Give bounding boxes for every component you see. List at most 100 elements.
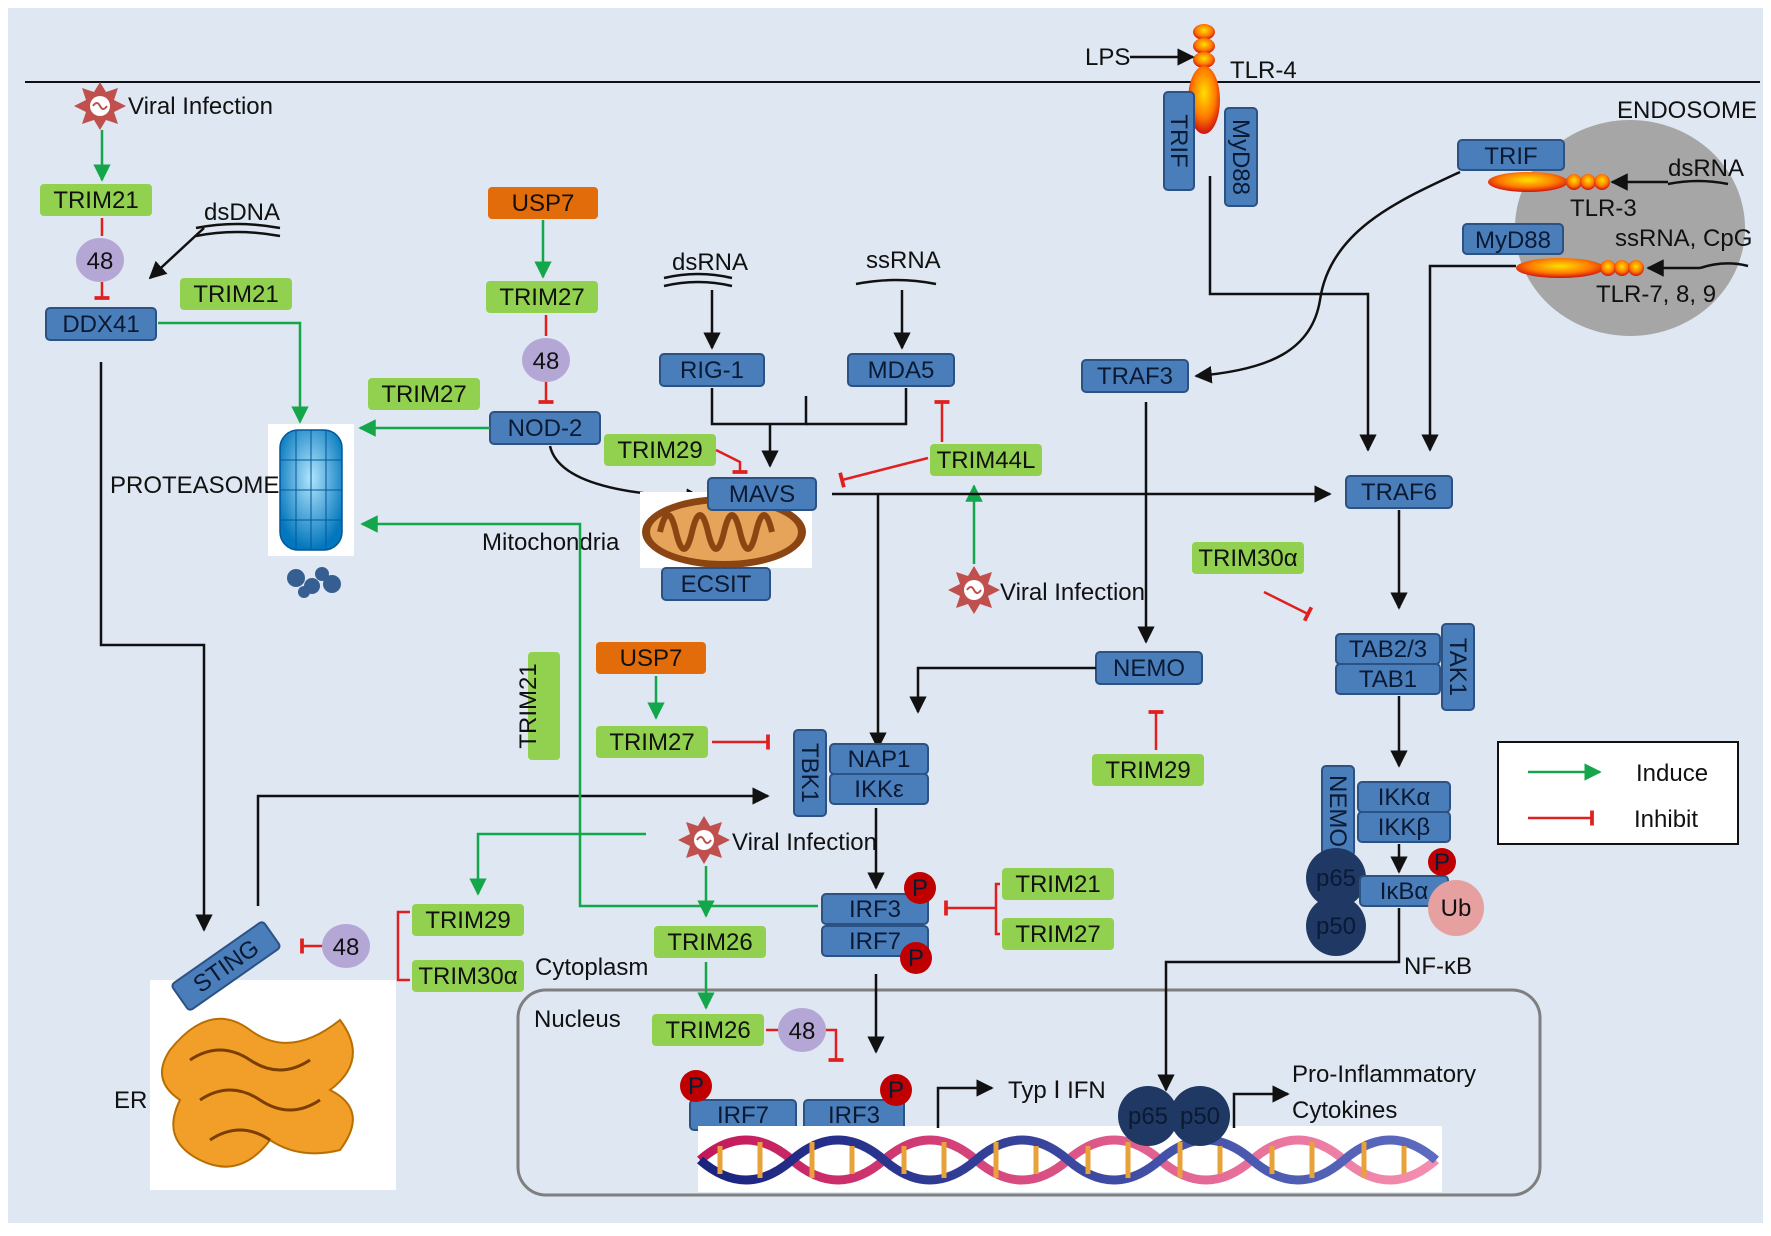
tak1: TAK1 [1441,623,1475,711]
dsrna-endosome-label: dsRNA [1668,155,1744,182]
proteasome-label: PROTEASOME [110,472,279,499]
svg-text:IRF7: IRF7 [717,1102,769,1129]
nap1: NAP1 [829,743,929,775]
svg-text:TRIM29: TRIM29 [617,437,702,464]
trim21-right: TRIM21 [1002,868,1114,900]
svg-text:P: P [888,1077,904,1104]
irf7-cytoplasm: IRF7 [821,925,929,957]
svg-text:P: P [908,945,924,972]
irf-to-ifn-arrow [936,1079,994,1128]
trim44l-inhibits-mavs [838,456,929,488]
mda5-merge-line [806,388,908,426]
svg-text:TRIF: TRIF [1484,143,1537,170]
svg-text:p50: p50 [1316,913,1356,940]
k48-ubiquitin-1: 48 [76,238,124,282]
ssrna-cpg-label: ssRNA, CpG [1615,225,1752,252]
svg-text:TRIM30α: TRIM30α [418,963,517,990]
ikkb: IKKβ [1357,811,1451,843]
svg-text:P: P [688,1073,704,1100]
sting-to-tbk1-arrow [256,787,770,906]
p50-cytoplasm: p50 [1306,896,1366,956]
svg-text:NEMO: NEMO [1113,655,1185,682]
p50-nucleus: p50 [1170,1086,1230,1146]
ssrna-strand [855,278,937,286]
svg-text:NAP1: NAP1 [848,746,911,773]
svg-text:TRAF6: TRAF6 [1361,479,1437,506]
svg-text:p65: p65 [1316,865,1356,892]
trim27-top: TRIM27 [486,281,598,313]
trim-bracket-right [994,882,1000,936]
svg-text:p65: p65 [1128,1103,1168,1130]
nfkb-label: NF-κB [1404,953,1472,980]
svg-text:P: P [912,875,928,902]
nucleus-label: Nucleus [534,1006,621,1033]
svg-text:48: 48 [87,248,114,275]
irf3-nucleus: IRF3 [803,1099,905,1131]
svg-text:USP7: USP7 [620,645,683,672]
myd88-endosome: MyD88 [1462,223,1564,255]
ssrna-label: ssRNA [866,247,941,274]
svg-text:48: 48 [789,1018,816,1045]
trim26-cytoplasm: TRIM26 [654,926,766,958]
mda5: MDA5 [847,353,955,387]
trif-tlr4: TRIF [1163,91,1195,191]
nemo-mid: NEMO [1095,651,1203,685]
myd88-tlr4: MyD88 [1224,107,1258,207]
svg-text:TRIM29: TRIM29 [425,907,510,934]
trim29-top: TRIM29 [604,434,716,466]
ddx41: DDX41 [45,307,157,341]
trim21-mid: TRIM21 [180,278,292,310]
svg-text:TAB2/3: TAB2/3 [1349,636,1427,663]
trim29-inhibits-mavs [715,448,748,474]
svg-text:DDX41: DDX41 [62,311,139,338]
svg-text:TRIM21: TRIM21 [53,187,138,214]
irf3-cytoplasm: IRF3 [821,893,929,925]
svg-text:TAB1: TAB1 [1359,666,1417,693]
nfkb-to-nucleus-arrow [1157,908,1401,1092]
dsrna-label: dsRNA [672,249,748,276]
ikba: IκBα [1359,875,1449,907]
ubiquitin: Ub [1428,880,1484,936]
svg-text:TRIM21: TRIM21 [193,281,278,308]
svg-text:MDA5: MDA5 [868,357,935,384]
phospho-ikba: P [1428,848,1456,876]
rig1: RIG-1 [659,353,765,387]
trim27-right: TRIM27 [1002,918,1114,950]
svg-text:TRIM26: TRIM26 [665,1017,750,1044]
peptide-fragments-icon [287,567,341,598]
ddx41-to-sting-arrow [99,362,213,932]
svg-text:IKKε: IKKε [854,776,904,803]
svg-text:USP7: USP7 [512,190,575,217]
mitochondria-label: Mitochondria [482,529,620,556]
svg-text:TRIM30α: TRIM30α [1198,545,1297,572]
svg-text:IRF7: IRF7 [849,928,901,955]
svg-text:MyD88: MyD88 [1227,119,1254,195]
trim-bracket-left [396,910,410,982]
svg-text:IκBα: IκBα [1380,878,1429,905]
phospho-irf3-nucleus: P [880,1074,912,1106]
trim30a-inhibits-tak-arrow [1263,590,1314,622]
trim30a-bottom: TRIM30α [412,960,524,992]
proteasome-icon [268,424,354,556]
pro-inflammatory-label-2: Cytokines [1292,1097,1397,1124]
viral-infection-label-2: Viral Infection [1000,579,1145,606]
p65-nucleus: p65 [1118,1086,1178,1146]
dsdna-to-ddx41-arrow [148,227,205,280]
svg-text:TRIM27: TRIM27 [381,381,466,408]
trim44l: TRIM44L [930,444,1042,476]
viral-infection-label-3: Viral Infection [732,829,877,856]
svg-text:RIG-1: RIG-1 [680,357,744,384]
viral-infection-top-left [74,82,126,130]
trim29-bottom: TRIM29 [412,904,524,936]
svg-text:TRIF: TRIF [1165,114,1192,167]
svg-text:TRIM26: TRIM26 [667,929,752,956]
svg-text:NOD-2: NOD-2 [508,415,583,442]
k48-inhibits-irf3-nucleus [826,1028,844,1062]
svg-text:TBK1: TBK1 [796,743,823,803]
dsrna-endosome-strand [1667,179,1729,186]
phospho-irf7-cytoplasm: P [900,942,932,974]
svg-text:Ub: Ub [1441,895,1472,922]
tlr4-to-traf6-arrow [1208,176,1377,452]
endosome [1515,120,1745,336]
nucleus-boundary [516,988,1542,1197]
